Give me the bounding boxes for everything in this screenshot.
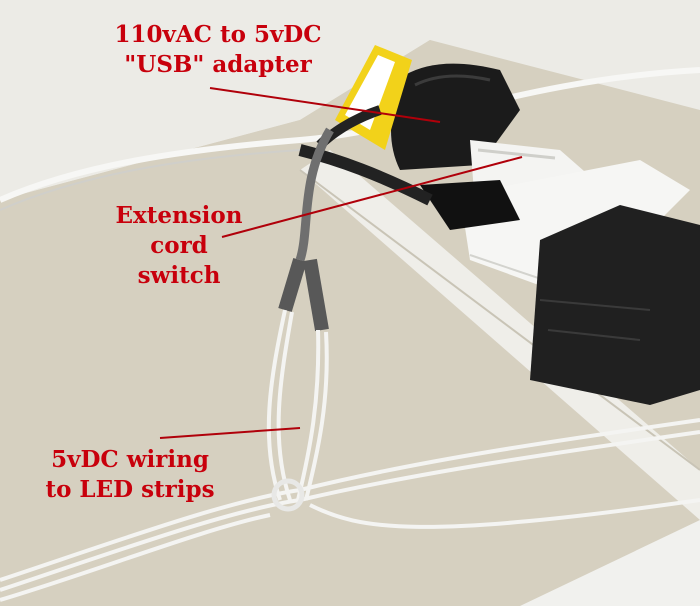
wall: [0, 0, 700, 200]
white-cord-upper: [0, 67, 700, 203]
annotation-wiring: 5vDC wiring to LED strips: [30, 445, 230, 505]
annotation-adapter: 110vAC to 5vDC "USB" adapter: [98, 20, 338, 80]
annotation-switch: Extension cord switch: [104, 201, 254, 291]
gray-dc-cable: [295, 127, 334, 262]
annotation-adapter-line-2: "USB" adapter: [124, 51, 312, 78]
led-wiring: [0, 309, 700, 602]
annotation-switch-line-2: cord: [150, 232, 208, 259]
heat-shrink-right: [303, 258, 329, 332]
black-cable: [298, 144, 433, 206]
annotation-adapter-line-1: 110vAC to 5vDC: [114, 21, 322, 48]
heat-shrink-left: [278, 257, 307, 313]
annotation-wiring-line-1: 5vDC wiring: [51, 446, 209, 473]
annotation-switch-line-1: Extension: [115, 202, 243, 229]
asus-adapter: [530, 205, 700, 405]
leader-line-adapter: [209, 87, 441, 123]
leader-line-wiring: [159, 427, 301, 439]
shelf-edge-trim: [300, 150, 700, 520]
annotation-wiring-line-2: to LED strips: [45, 476, 215, 503]
black-plug: [420, 180, 520, 230]
leader-lines: [159, 87, 523, 439]
annotation-switch-line-3: switch: [137, 262, 221, 289]
leader-line-switch: [221, 156, 523, 238]
wire-knot: [271, 478, 305, 512]
foreground-trim: [520, 520, 700, 606]
